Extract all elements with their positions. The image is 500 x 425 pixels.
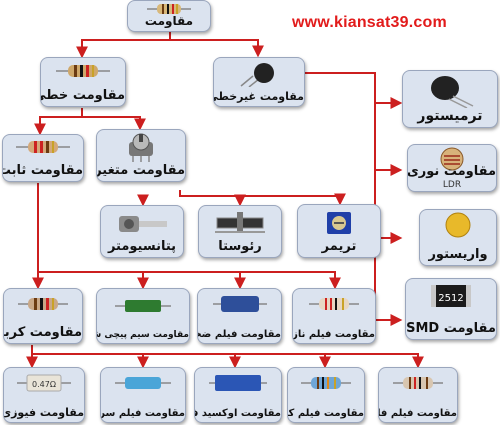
varistor-icon	[445, 212, 471, 238]
node-label: مقاومت خطی	[40, 88, 125, 103]
node-label: مقاومت نوری	[407, 164, 496, 179]
node-potentiometer: پتانسیومتر	[100, 205, 184, 258]
node-fixed-resistor: مقاومت ثابت	[2, 134, 84, 182]
node-label: مقاومت فیوزی	[3, 406, 84, 419]
fuse-chip-value: 0.47Ω	[32, 380, 56, 389]
node-metal-film-resistor: مقاومت فیلم فلز	[378, 367, 458, 423]
thermistor-icon	[431, 76, 474, 108]
node-label: مقاومت ثابت	[2, 163, 83, 178]
fuse-resistor-icon: 0.47Ω	[17, 374, 71, 392]
film-resistor-icon	[212, 296, 267, 312]
node-label: مقاومت کربنی	[4, 325, 82, 340]
resistor-icon	[115, 377, 171, 389]
ldr-icon	[440, 147, 464, 171]
node-resistor: مقاومت	[127, 0, 211, 32]
potentiometer-icon	[119, 216, 167, 232]
node-label: مقاومت	[144, 14, 194, 28]
resistor-icon	[309, 298, 359, 310]
node-nonlinear-resistor: مقاومت غیرخطی	[213, 57, 305, 107]
resistor-icon	[393, 377, 443, 389]
resistor-icon	[18, 298, 68, 310]
node-label: مقاومت SMD	[406, 321, 496, 336]
node-label: مقاومت فیلم ضخیم	[198, 329, 281, 340]
node-label: مقاومت فیلم نازک	[292, 329, 375, 340]
node-label: مقاومت سیم پیچی شده	[97, 330, 189, 340]
node-label: تریمر	[321, 239, 357, 254]
node-cermet-resistor: مقاومت فیلم سرمت	[100, 367, 186, 423]
node-linear-resistor: مقاومت خطی	[40, 57, 126, 107]
resistor-icon	[147, 4, 191, 14]
node-metal-oxide-resistor: مقاومت اوکسید فلز	[194, 367, 282, 423]
trimmer-icon	[327, 212, 351, 234]
resistor-icon	[16, 141, 70, 153]
node-sublabel: LDR	[442, 180, 462, 190]
node-label: مقاومت فیلم فلز	[378, 408, 457, 419]
smd-chip-code: 2512	[438, 293, 463, 304]
smd-chip-icon: 2512	[431, 285, 471, 307]
node-thick-film-resistor: مقاومت فیلم ضخیم	[197, 288, 282, 344]
node-label: واریستور	[428, 247, 488, 262]
node-label: مقاومت فیلم کربنی	[288, 408, 364, 419]
film-resistor-icon	[209, 375, 267, 391]
node-carbon-resistor: مقاومت کربنی	[3, 288, 83, 344]
potentiometer-icon	[129, 133, 153, 162]
node-trimmer: تریمر	[297, 204, 381, 258]
node-varistor: واریستور	[419, 209, 497, 266]
node-variable-resistor: مقاومت متغیر	[96, 129, 186, 182]
node-thermistor: ترمیستور	[402, 70, 498, 128]
node-ldr: مقاومت نوری LDR	[407, 144, 497, 192]
rheostat-icon	[215, 212, 265, 233]
wirewound-icon	[115, 300, 171, 312]
node-thin-film-resistor: مقاومت فیلم نازک	[292, 288, 376, 344]
resistor-icon	[301, 377, 351, 389]
node-wirewound-resistor: مقاومت سیم پیچی شده	[96, 288, 190, 344]
node-label: پتانسیومتر	[107, 239, 177, 254]
node-label: ترمیستور	[417, 108, 483, 124]
thermistor-icon	[240, 63, 274, 87]
resistor-icon	[56, 65, 110, 77]
node-label: مقاومت اوکسید فلز	[195, 408, 281, 419]
node-label: رئوستا	[218, 239, 262, 254]
node-label: مقاومت متغیر	[96, 163, 185, 178]
node-rheostat: رئوستا	[198, 205, 282, 258]
website-url[interactable]: www.kiansat39.com	[292, 14, 447, 31]
node-smd-resistor: 2512 مقاومت SMD	[405, 278, 497, 340]
node-carbon-film-resistor: مقاومت فیلم کربنی	[287, 367, 365, 423]
node-fuse-resistor: 0.47Ω مقاومت فیوزی	[3, 367, 85, 423]
node-label: مقاومت فیلم سرمت	[100, 408, 185, 419]
node-label: مقاومت غیرخطی	[213, 90, 304, 103]
